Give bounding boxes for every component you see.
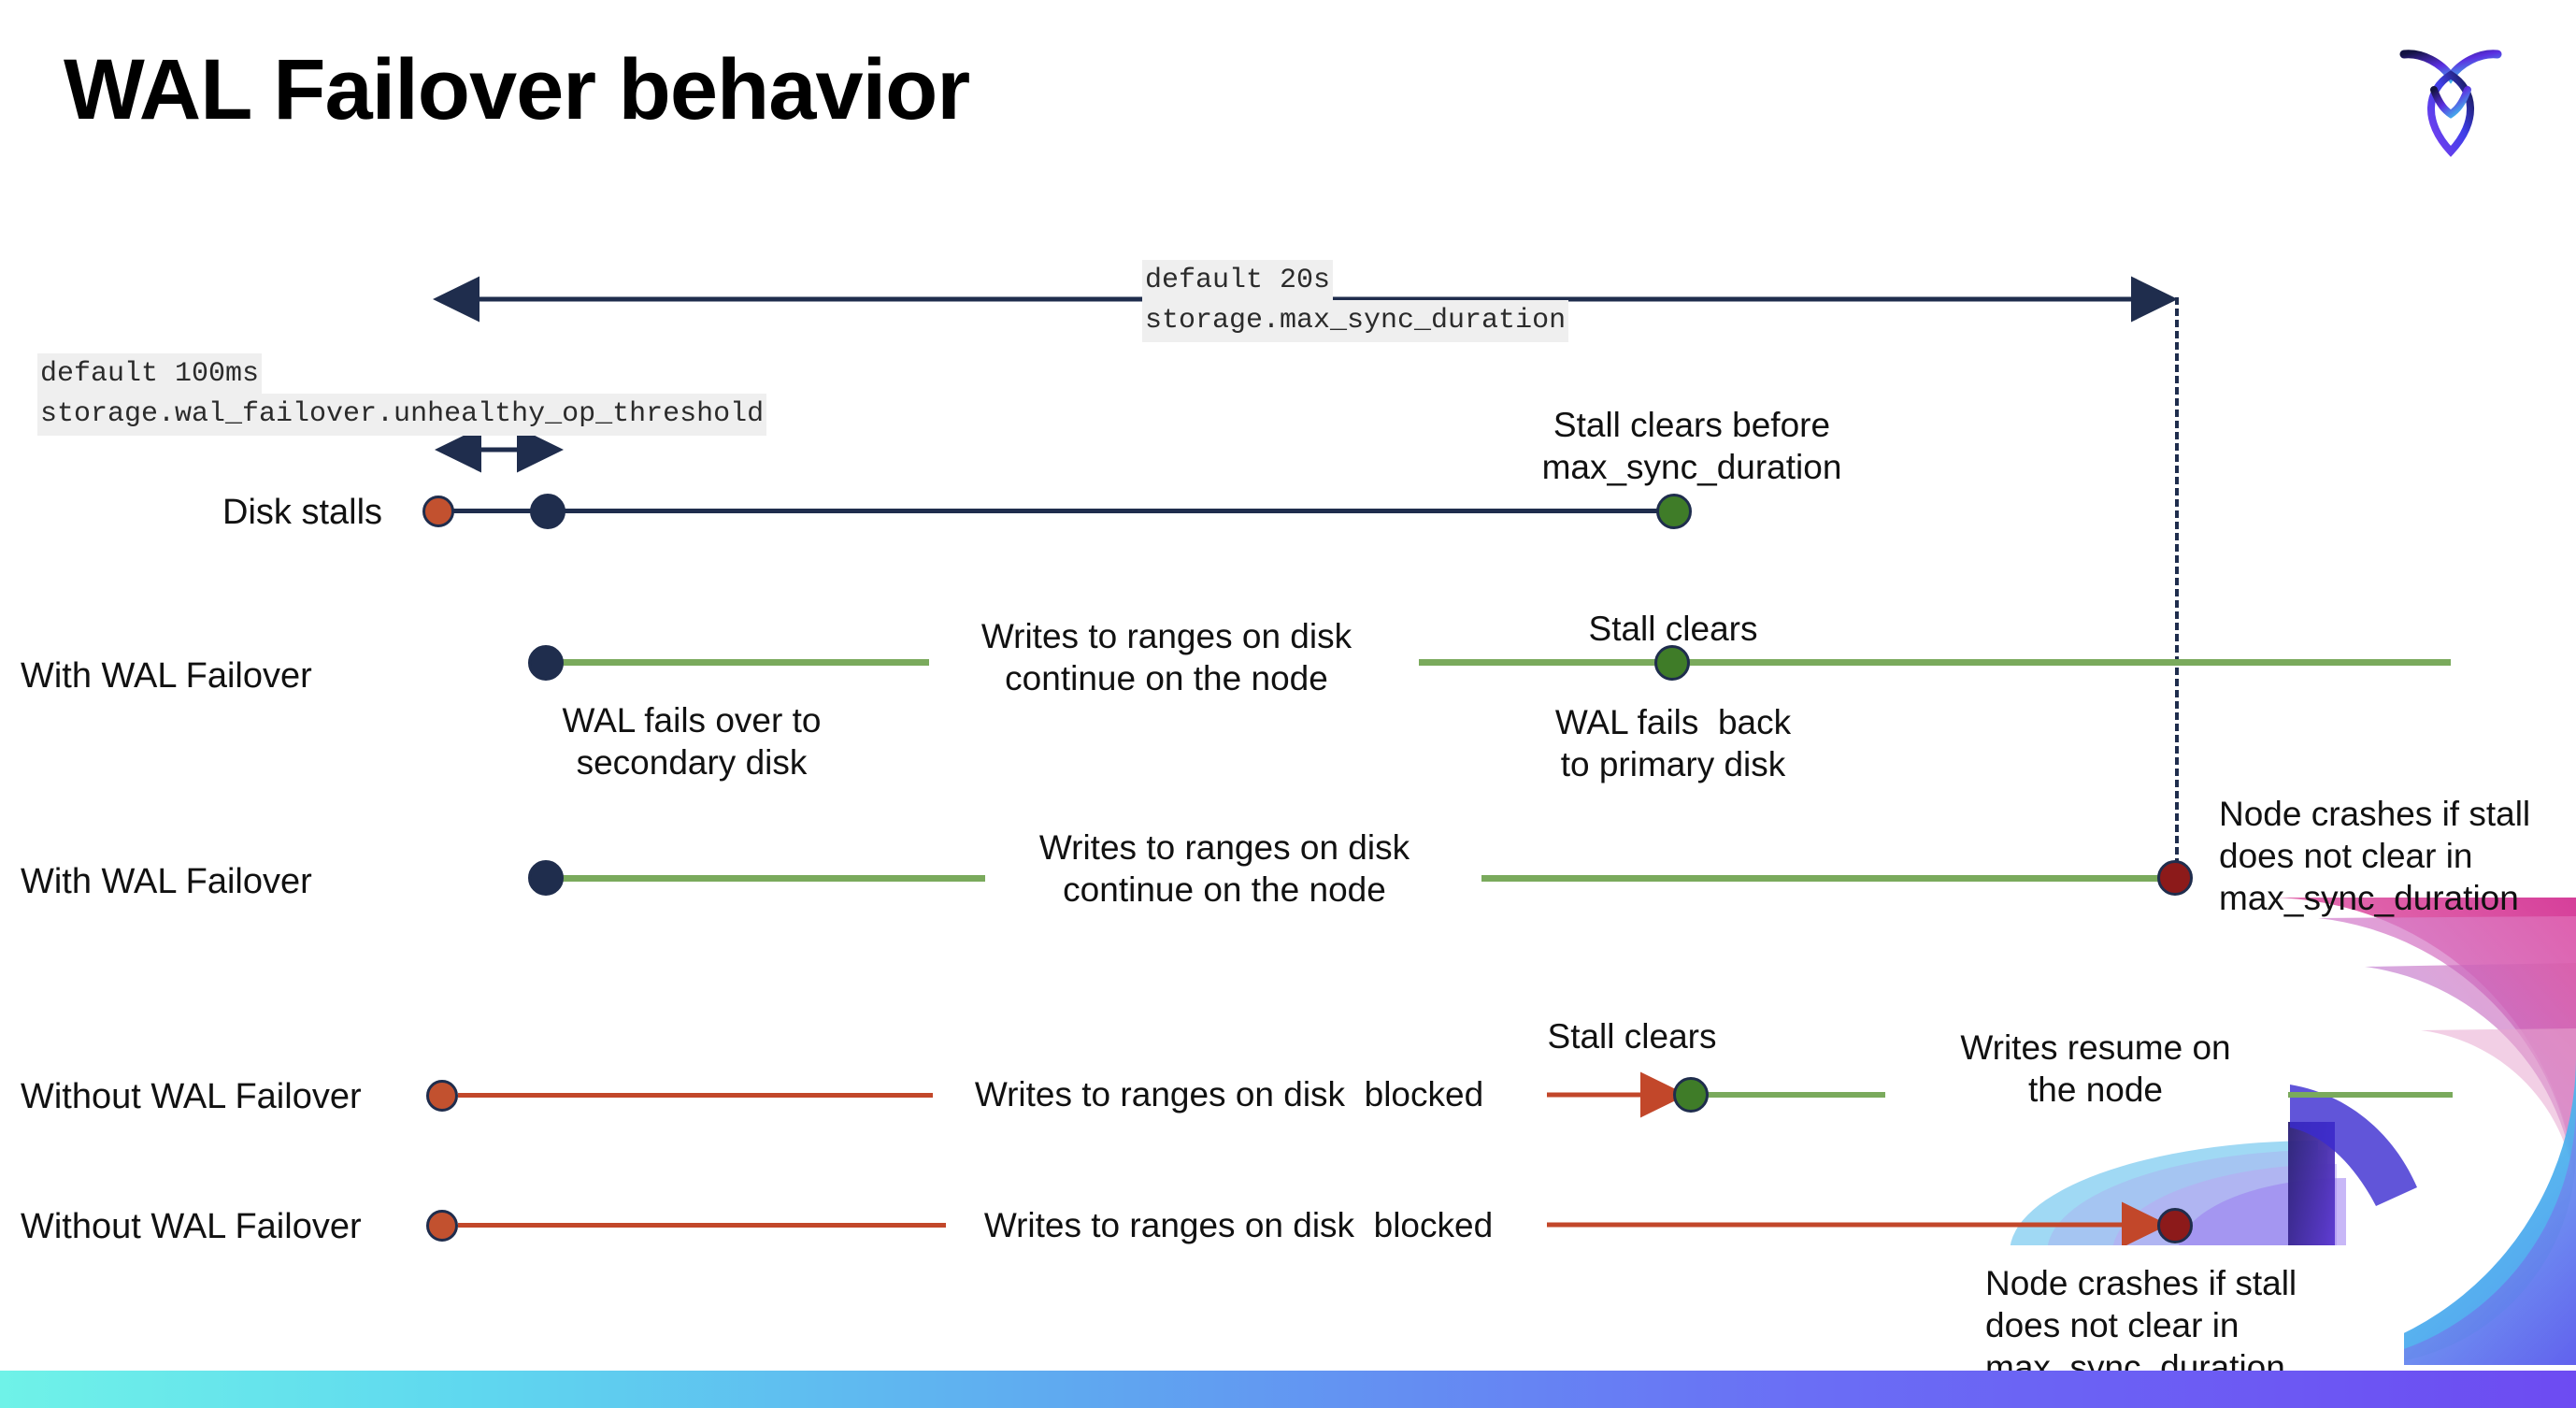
row-label-without-wal-failover-1: Without WAL Failover [21,1077,362,1116]
with-failover-crash-line-segment-1 [546,875,985,882]
annotation-node-crashes-1: Node crashes if stall does not clear in … [2219,795,2531,918]
row-label-disk-stalls: Disk stalls [222,493,383,532]
without-failover-node-crash-dot [2157,1208,2193,1243]
max-sync-setting-chip: storage.max_sync_duration [1142,300,1569,342]
without-failover-resume-line-1 [1694,1092,1885,1098]
disk-stall-start-dot [422,496,454,527]
without-failover-stall-start-dot-1 [426,1080,458,1112]
page-title: WAL Failover behavior [64,42,970,137]
annotation-stall-clears-before: Stall clears before max_sync_duration [1541,406,1842,487]
without-failover-stall-clears-dot [1673,1077,1709,1113]
disk-stalls-timeline [449,509,1673,513]
annotation-stall-clears-1: Stall clears [1588,610,1758,648]
annotation-writes-blocked-1: Writes to ranges on disk blocked [974,1075,1484,1113]
unhealthy-op-setting-chip: storage.wal_failover.unhealthy_op_thresh… [37,394,767,436]
with-failover-line-segment-2 [1419,659,2451,666]
wal-failover-node-crash-dot [2157,860,2193,896]
wal-failover-start-dot [528,645,564,681]
cockroachdb-logo [2385,32,2516,163]
disk-stall-clears-dot [1656,494,1692,529]
bottom-gradient-bar [0,1371,2576,1408]
annotation-wal-fails-over: WAL fails over to secondary disk [562,701,822,783]
row-label-with-wal-failover-1: With WAL Failover [21,656,312,696]
annotation-writes-continue-1: Writes to ranges on disk continue on the… [980,617,1352,698]
without-failover-stall-start-dot-2 [426,1210,458,1242]
wal-failover-stall-clears-dot [1654,645,1690,681]
annotation-writes-blocked-2: Writes to ranges on disk blocked [983,1206,1494,1244]
annotation-writes-continue-2: Writes to ranges on disk continue on the… [1038,828,1410,910]
unhealthy-op-default-chip: default 100ms [37,353,263,395]
wal-failover-crash-start-dot [528,860,564,896]
row-label-with-wal-failover-2: With WAL Failover [21,862,312,901]
max-sync-default-chip: default 20s [1142,260,1334,302]
with-failover-line-segment-1 [546,659,929,666]
annotation-writes-resume: Writes resume on the node [1960,1028,2231,1110]
with-failover-crash-line-segment-2 [1481,875,2178,882]
annotation-wal-fails-back: WAL fails back to primary disk [1554,703,1792,784]
max-sync-duration-divider [2175,297,2179,877]
row-label-without-wal-failover-2: Without WAL Failover [21,1207,362,1246]
disk-stall-threshold-dot [530,494,565,529]
without-failover-resume-line-2 [2288,1092,2453,1098]
annotation-stall-clears-2: Stall clears [1547,1017,1717,1056]
without-failover-blocked-line-2 [458,1223,946,1228]
without-failover-blocked-line-1 [458,1093,933,1098]
annotation-node-crashes-2: Node crashes if stall does not clear in … [1985,1264,2297,1387]
